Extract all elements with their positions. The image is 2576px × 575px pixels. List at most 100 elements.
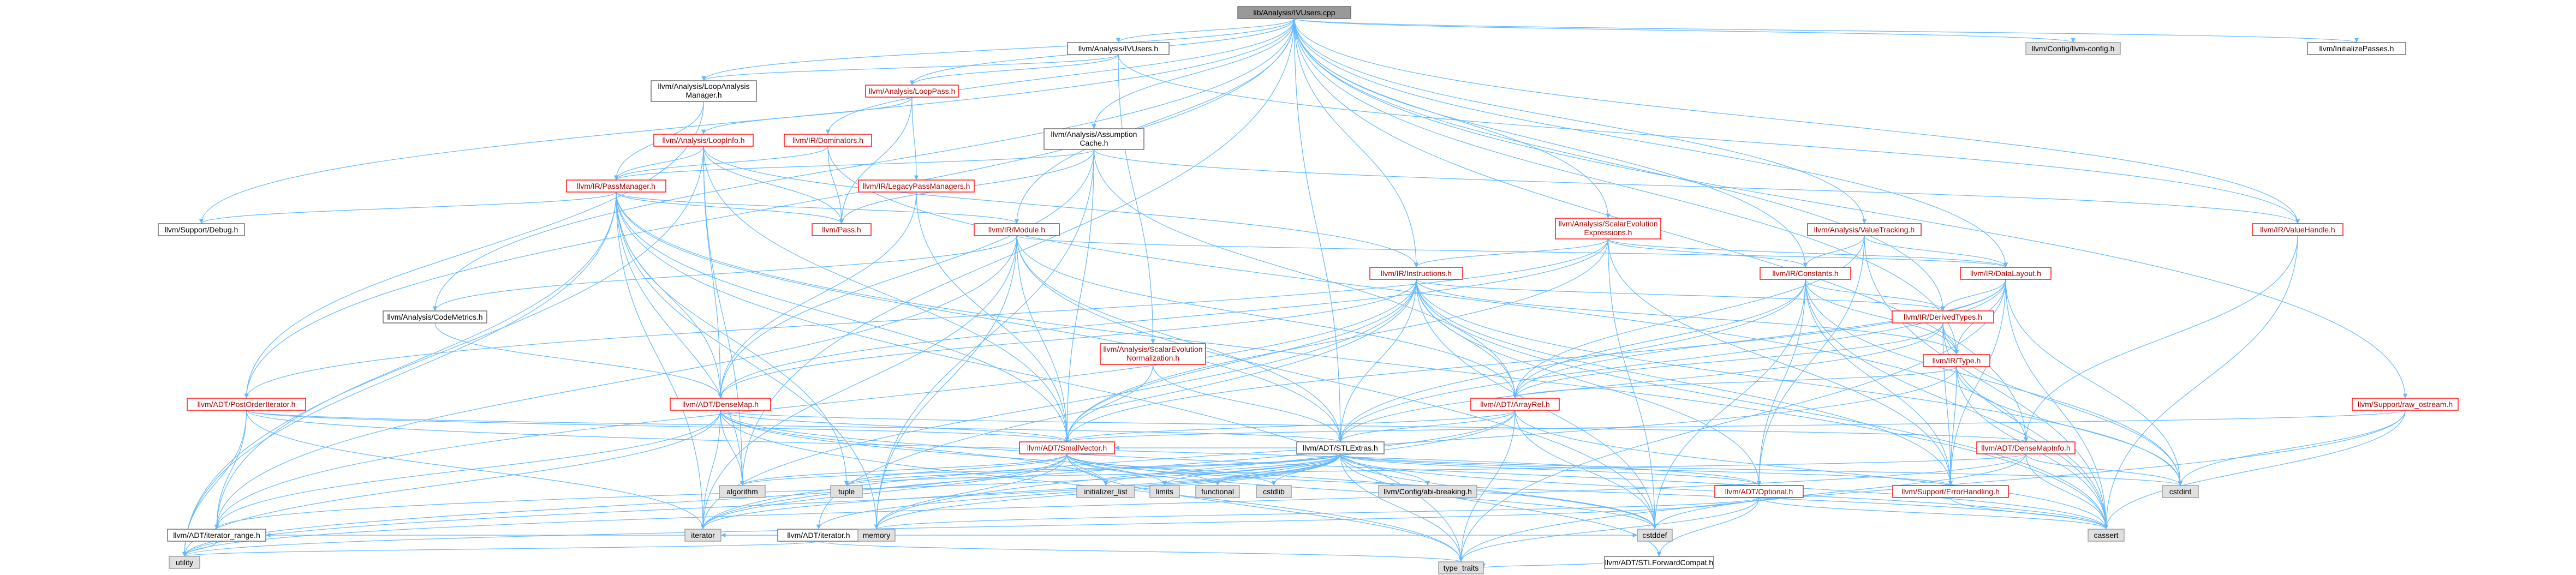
node-box bbox=[1256, 485, 1292, 498]
node-stlfwd[interactable]: llvm/ADT/STLForwardCompat.h bbox=[1604, 556, 1714, 569]
node-cstdlib[interactable]: cstdlib bbox=[1256, 485, 1292, 498]
node-postorder[interactable]: llvm/ADT/PostOrderIterator.h bbox=[187, 398, 306, 411]
node-utility[interactable]: utility bbox=[169, 556, 200, 569]
edge-type-to-arrayref bbox=[1513, 366, 1957, 399]
node-cstdint[interactable]: cstdint bbox=[2162, 485, 2199, 498]
edge-arrayref-to-stlextras bbox=[1338, 410, 1516, 442]
node-label: llvm/Config/llvm-config.h bbox=[2032, 44, 2115, 53]
node-codemetrics[interactable]: llvm/Analysis/CodeMetrics.h bbox=[383, 310, 487, 324]
node-debug[interactable]: llvm/Support/Debug.h bbox=[158, 223, 245, 236]
node-initlist[interactable]: initializer_list bbox=[1076, 485, 1135, 498]
node-stlextras[interactable]: llvm/ADT/STLExtras.h bbox=[1296, 441, 1385, 454]
node-smallvector[interactable]: llvm/ADT/SmallVector.h bbox=[1019, 441, 1115, 454]
node-constants[interactable]: llvm/IR/Constants.h bbox=[1760, 267, 1851, 280]
node-algorithm[interactable]: algorithm bbox=[719, 485, 766, 498]
node-valuetracking[interactable]: llvm/Analysis/ValueTracking.h bbox=[1807, 223, 1922, 236]
edge-smallvector-to-typetraits bbox=[1066, 453, 1464, 562]
node-abibreaking[interactable]: llvm/Config/abi-breaking.h bbox=[1378, 485, 1477, 498]
node-box bbox=[1019, 441, 1115, 454]
node-valuehandle[interactable]: llvm/IR/ValueHandle.h bbox=[2252, 223, 2344, 236]
node-label: memory bbox=[863, 531, 891, 540]
node-iterrange[interactable]: llvm/ADT/iterator_range.h bbox=[167, 529, 266, 542]
edge-derivedtypes-to-stlextras bbox=[1338, 322, 1943, 442]
edge-stlextras-to-iterator bbox=[700, 453, 1341, 530]
node-looppass[interactable]: llvm/Analysis/LoopPass.h bbox=[865, 85, 959, 98]
edge-ivusers-to-looppass bbox=[909, 54, 1119, 86]
node-box bbox=[1960, 267, 2052, 280]
edge-derivedtypes-to-cstdint bbox=[1942, 322, 2183, 486]
node-dominators[interactable]: llvm/IR/Dominators.h bbox=[784, 134, 872, 147]
edge-optional-to-memory bbox=[874, 497, 1760, 530]
node-tuple[interactable]: tuple bbox=[830, 485, 863, 498]
node-errorhandling[interactable]: llvm/Support/ErrorHandling.h bbox=[1892, 485, 2009, 498]
node-root[interactable]: lib/Analysis/IVUsers.cpp bbox=[1237, 6, 1351, 19]
node-typetraits[interactable]: type_traits bbox=[1438, 561, 1484, 574]
edge-root-to-derivedtypes bbox=[1293, 18, 1946, 312]
edge-derivedtypes-to-cassert bbox=[1942, 322, 2109, 530]
edge-root-to-valuehandle bbox=[1293, 18, 2300, 224]
node-type[interactable]: llvm/IR/Type.h bbox=[1923, 354, 1990, 367]
edge-arrayref-to-cassert bbox=[1514, 410, 2109, 530]
node-config[interactable]: llvm/Config/llvm-config.h bbox=[2025, 42, 2121, 55]
node-cassert[interactable]: cassert bbox=[2088, 529, 2125, 542]
node-ivusers[interactable]: llvm/Analysis/IVUsers.h bbox=[1067, 42, 1170, 55]
edge-passmanager-to-iterator bbox=[616, 191, 706, 530]
edge-postorder-to-stlextras bbox=[246, 410, 1343, 442]
edge-loopinfo-to-algorithm bbox=[703, 146, 745, 486]
edge-arrayref-to-smallvector bbox=[1065, 410, 1516, 442]
edge-ivusers-to-lam bbox=[701, 54, 1119, 81]
node-functional[interactable]: functional bbox=[1195, 485, 1240, 498]
edge-constants-to-stlextras bbox=[1338, 279, 1806, 442]
edge-root-to-dominators bbox=[825, 18, 1295, 135]
edge-stlextras-to-abibreaking bbox=[1340, 453, 1430, 486]
edge-densemap-to-iterator bbox=[700, 410, 721, 530]
node-se[interactable]: llvm/Analysis/ScalarEvolutionExpressions… bbox=[1555, 218, 1661, 239]
edge-instructions-to-iterrange bbox=[214, 279, 1417, 530]
node-box bbox=[1923, 354, 1990, 367]
node-arrayref[interactable]: llvm/ADT/ArrayRef.h bbox=[1470, 398, 1560, 411]
node-label: llvm/ADT/PostOrderIterator.h bbox=[198, 400, 296, 409]
node-box bbox=[1760, 267, 1851, 280]
node-sen[interactable]: llvm/Analysis/ScalarEvolutionNormalizati… bbox=[1100, 343, 1206, 365]
node-label: llvm/IR/Module.h bbox=[988, 225, 1045, 234]
edge-constants-to-arrayref bbox=[1512, 279, 1806, 399]
edge-sen-to-stlextras bbox=[1152, 364, 1343, 442]
node-label: initializer_list bbox=[1084, 487, 1127, 496]
node-cstddef[interactable]: cstddef bbox=[1637, 529, 1673, 542]
edge-se-to-densemap bbox=[718, 238, 1609, 399]
edge-se-to-smallvector bbox=[1064, 238, 1609, 442]
node-instructions[interactable]: llvm/IR/Instructions.h bbox=[1369, 267, 1463, 280]
edge-legacypm-to-densemap bbox=[718, 191, 917, 399]
node-passmanager[interactable]: llvm/IR/PassManager.h bbox=[566, 179, 666, 193]
node-label: llvm/ADT/ArrayRef.h bbox=[1480, 400, 1550, 409]
edge-stlfwd-to-typetraits bbox=[1481, 562, 1605, 568]
node-densemap[interactable]: llvm/ADT/DenseMap.h bbox=[670, 398, 771, 411]
edge-looppass-to-pass bbox=[839, 97, 913, 224]
node-initpasses[interactable]: llvm/InitializePasses.h bbox=[2307, 42, 2406, 55]
node-label: Cache.h bbox=[1080, 139, 1108, 147]
edge-module-to-iterrange bbox=[214, 235, 1017, 530]
node-box bbox=[1149, 485, 1180, 498]
node-box bbox=[1369, 267, 1463, 280]
edge-optional-to-utility bbox=[182, 497, 1760, 557]
node-label: lib/Analysis/IVUsers.cpp bbox=[1253, 8, 1335, 17]
node-derivedtypes[interactable]: llvm/IR/DerivedTypes.h bbox=[1892, 310, 1994, 324]
node-limits[interactable]: limits bbox=[1149, 485, 1180, 498]
node-module[interactable]: llvm/IR/Module.h bbox=[974, 223, 1060, 236]
node-datalayout[interactable]: llvm/IR/DataLayout.h bbox=[1960, 267, 2052, 280]
node-legacypm[interactable]: llvm/IR/LegacyPassManagers.h bbox=[858, 179, 975, 193]
node-rawostream[interactable]: llvm/Support/raw_ostream.h bbox=[2352, 398, 2459, 411]
node-label: llvm/IR/Type.h bbox=[1933, 356, 1981, 365]
edge-passmanager-to-tuple bbox=[616, 191, 849, 486]
edge-smallvector-to-tuple bbox=[844, 453, 1068, 486]
node-densemapinfo[interactable]: llvm/ADT/DenseMapInfo.h bbox=[1976, 441, 2076, 454]
node-optional[interactable]: llvm/ADT/Optional.h bbox=[1714, 485, 1804, 498]
node-box bbox=[1043, 128, 1144, 150]
node-pass[interactable]: llvm/Pass.h bbox=[812, 223, 872, 236]
node-loopinfo[interactable]: llvm/Analysis/LoopInfo.h bbox=[653, 134, 754, 147]
node-adtiterator[interactable]: llvm/ADT/iterator.h bbox=[777, 529, 860, 542]
node-iterator[interactable]: iterator bbox=[684, 529, 721, 542]
node-memory[interactable]: memory bbox=[857, 529, 896, 542]
